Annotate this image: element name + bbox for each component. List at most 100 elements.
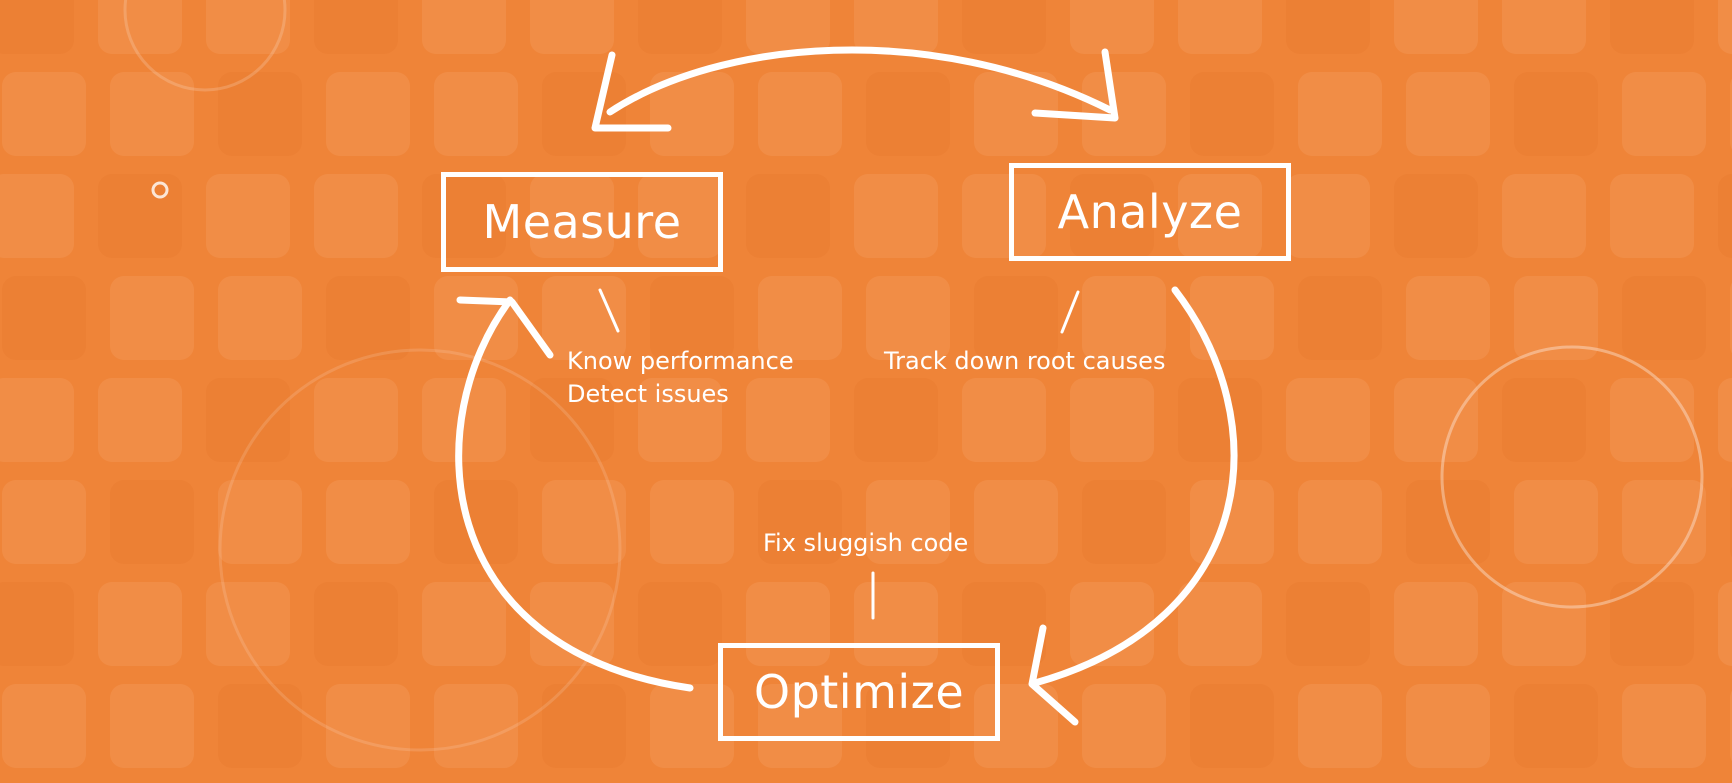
background-tile-printer-icon bbox=[650, 276, 734, 360]
background-tile-bug-icon bbox=[1394, 0, 1478, 54]
optimize-note: Fix sluggish code bbox=[763, 527, 968, 560]
background-tile-home-icon bbox=[1514, 480, 1598, 564]
background-tile-news-icon bbox=[746, 174, 830, 258]
connector-analyze-note bbox=[1060, 290, 1080, 334]
background-tile-gift-icon bbox=[434, 480, 518, 564]
background-tile-home-icon bbox=[2, 684, 86, 768]
background-tile-book-icon bbox=[974, 72, 1058, 156]
optimize-box: Optimize bbox=[718, 643, 1000, 741]
arrowhead-measure-left bbox=[456, 296, 554, 359]
background-tile-accessibility-icon bbox=[542, 276, 626, 360]
analyze-label: Analyze bbox=[1057, 185, 1243, 239]
background-tile-bug-icon bbox=[866, 480, 950, 564]
arrowhead-measure bbox=[591, 51, 672, 132]
background-tile-chart-icon bbox=[1070, 0, 1154, 54]
background-tile-lock-icon bbox=[1394, 174, 1478, 258]
background-tile-pizza-icon bbox=[758, 480, 842, 564]
measure-note-line-2: Detect issues bbox=[567, 380, 729, 408]
background-tile-heart-icon bbox=[314, 0, 398, 54]
background-tile-thumbs-up-icon bbox=[1406, 480, 1490, 564]
background-tile-heart-icon bbox=[650, 72, 734, 156]
background-tile-chat-icon bbox=[326, 480, 410, 564]
background-tile-search-icon bbox=[1286, 582, 1370, 666]
background-tile-pizza-icon bbox=[1070, 582, 1154, 666]
background-tile-wifi-icon bbox=[1394, 582, 1478, 666]
background-tile-thumbs-up-icon bbox=[758, 276, 842, 360]
background-tile-book-icon bbox=[638, 0, 722, 54]
background-tile-book-icon bbox=[422, 582, 506, 666]
background-tile-wifi-icon bbox=[434, 276, 518, 360]
background-tile-home-icon bbox=[218, 72, 302, 156]
background-tile-wifi-icon bbox=[1082, 480, 1166, 564]
background-tile-gift-icon bbox=[962, 0, 1046, 54]
background-tile-tree-icon bbox=[110, 684, 194, 768]
background-tile-airplane-icon bbox=[326, 684, 410, 768]
background-tile-wifi-icon bbox=[98, 174, 182, 258]
background-tile-pizza-icon bbox=[1622, 72, 1706, 156]
background-tile-accessibility-icon bbox=[206, 174, 290, 258]
background-tile-airplane-icon bbox=[1190, 276, 1274, 360]
analyze-box: Analyze bbox=[1009, 163, 1291, 261]
optimize-label: Optimize bbox=[753, 665, 965, 719]
background-tile-car-icon bbox=[1070, 174, 1154, 258]
background-tile-train-icon bbox=[1178, 0, 1262, 54]
background-tile-printer-icon bbox=[1610, 582, 1694, 666]
background-tile-search-icon bbox=[326, 276, 410, 360]
background-tile-chat-icon bbox=[638, 582, 722, 666]
background-tile-heart-icon bbox=[434, 684, 518, 768]
background-tile-train-icon bbox=[2, 276, 86, 360]
background-tile-mail-icon bbox=[650, 684, 734, 768]
background-tile-lock-icon bbox=[1082, 72, 1166, 156]
background-tile-accessibility-icon bbox=[1502, 582, 1586, 666]
background-tile-chat-icon bbox=[854, 0, 938, 54]
background-tile-train-icon bbox=[314, 378, 398, 462]
background-tile-mail-icon bbox=[530, 0, 614, 54]
background-tile-book-icon bbox=[1622, 276, 1706, 360]
background-tile-tree-icon bbox=[0, 0, 74, 54]
background-tile-train-icon bbox=[1298, 684, 1382, 768]
background-tile-news-icon bbox=[218, 684, 302, 768]
background-tile-bug-icon bbox=[530, 378, 614, 462]
background-tile-lock-icon bbox=[530, 582, 614, 666]
background-tile-printer-icon bbox=[1298, 480, 1382, 564]
background-tile-pizza-icon bbox=[1406, 684, 1490, 768]
background-tile-book-icon bbox=[110, 480, 194, 564]
background-tile-book-icon bbox=[758, 684, 842, 768]
background-tile-car-icon bbox=[422, 0, 506, 54]
background-tile-lock-icon bbox=[218, 480, 302, 564]
background-tile-lock-icon bbox=[866, 684, 950, 768]
background-tile-thumbs-up-icon bbox=[1718, 582, 1732, 666]
background-tile-heart-icon bbox=[962, 174, 1046, 258]
background-tile-chat-icon bbox=[1190, 72, 1274, 156]
background-tile-tree-icon bbox=[638, 174, 722, 258]
background-tile-home-icon bbox=[530, 174, 614, 258]
background-tile-train-icon bbox=[1514, 72, 1598, 156]
background-tile-search-icon bbox=[1622, 684, 1706, 768]
background-tile-thumbs-up-icon bbox=[110, 72, 194, 156]
background-tile-gift-icon bbox=[1082, 684, 1166, 768]
background-tile-pizza-icon bbox=[1286, 0, 1370, 54]
arrowhead-analyze bbox=[1031, 48, 1119, 122]
background-tile-chat-icon bbox=[1502, 174, 1586, 258]
background-tile-accessibility-icon bbox=[854, 378, 938, 462]
arrow-analyze-to-optimize bbox=[1031, 286, 1238, 687]
background-tile-chat-icon bbox=[0, 378, 74, 462]
background-tile-car-icon bbox=[1718, 378, 1732, 462]
small-dot-icon bbox=[151, 181, 169, 199]
background-tile-gift-icon bbox=[1298, 72, 1382, 156]
background-tile-bug-icon bbox=[218, 276, 302, 360]
background-tile-pizza-icon bbox=[110, 276, 194, 360]
background-tile-tree-icon bbox=[1622, 480, 1706, 564]
decorative-ring-right bbox=[1440, 345, 1704, 609]
background-tile-search-icon bbox=[1502, 0, 1586, 54]
background-tile-airplane-icon bbox=[854, 174, 938, 258]
background-tile-chart-icon bbox=[542, 480, 626, 564]
background-tile-home-icon bbox=[1178, 378, 1262, 462]
background-tile-mail-icon bbox=[2, 480, 86, 564]
background-tile-chart-icon bbox=[206, 378, 290, 462]
measure-box: Measure bbox=[441, 172, 723, 272]
background-tile-accessibility-icon bbox=[1718, 0, 1732, 54]
background-tile-car-icon bbox=[206, 582, 290, 666]
